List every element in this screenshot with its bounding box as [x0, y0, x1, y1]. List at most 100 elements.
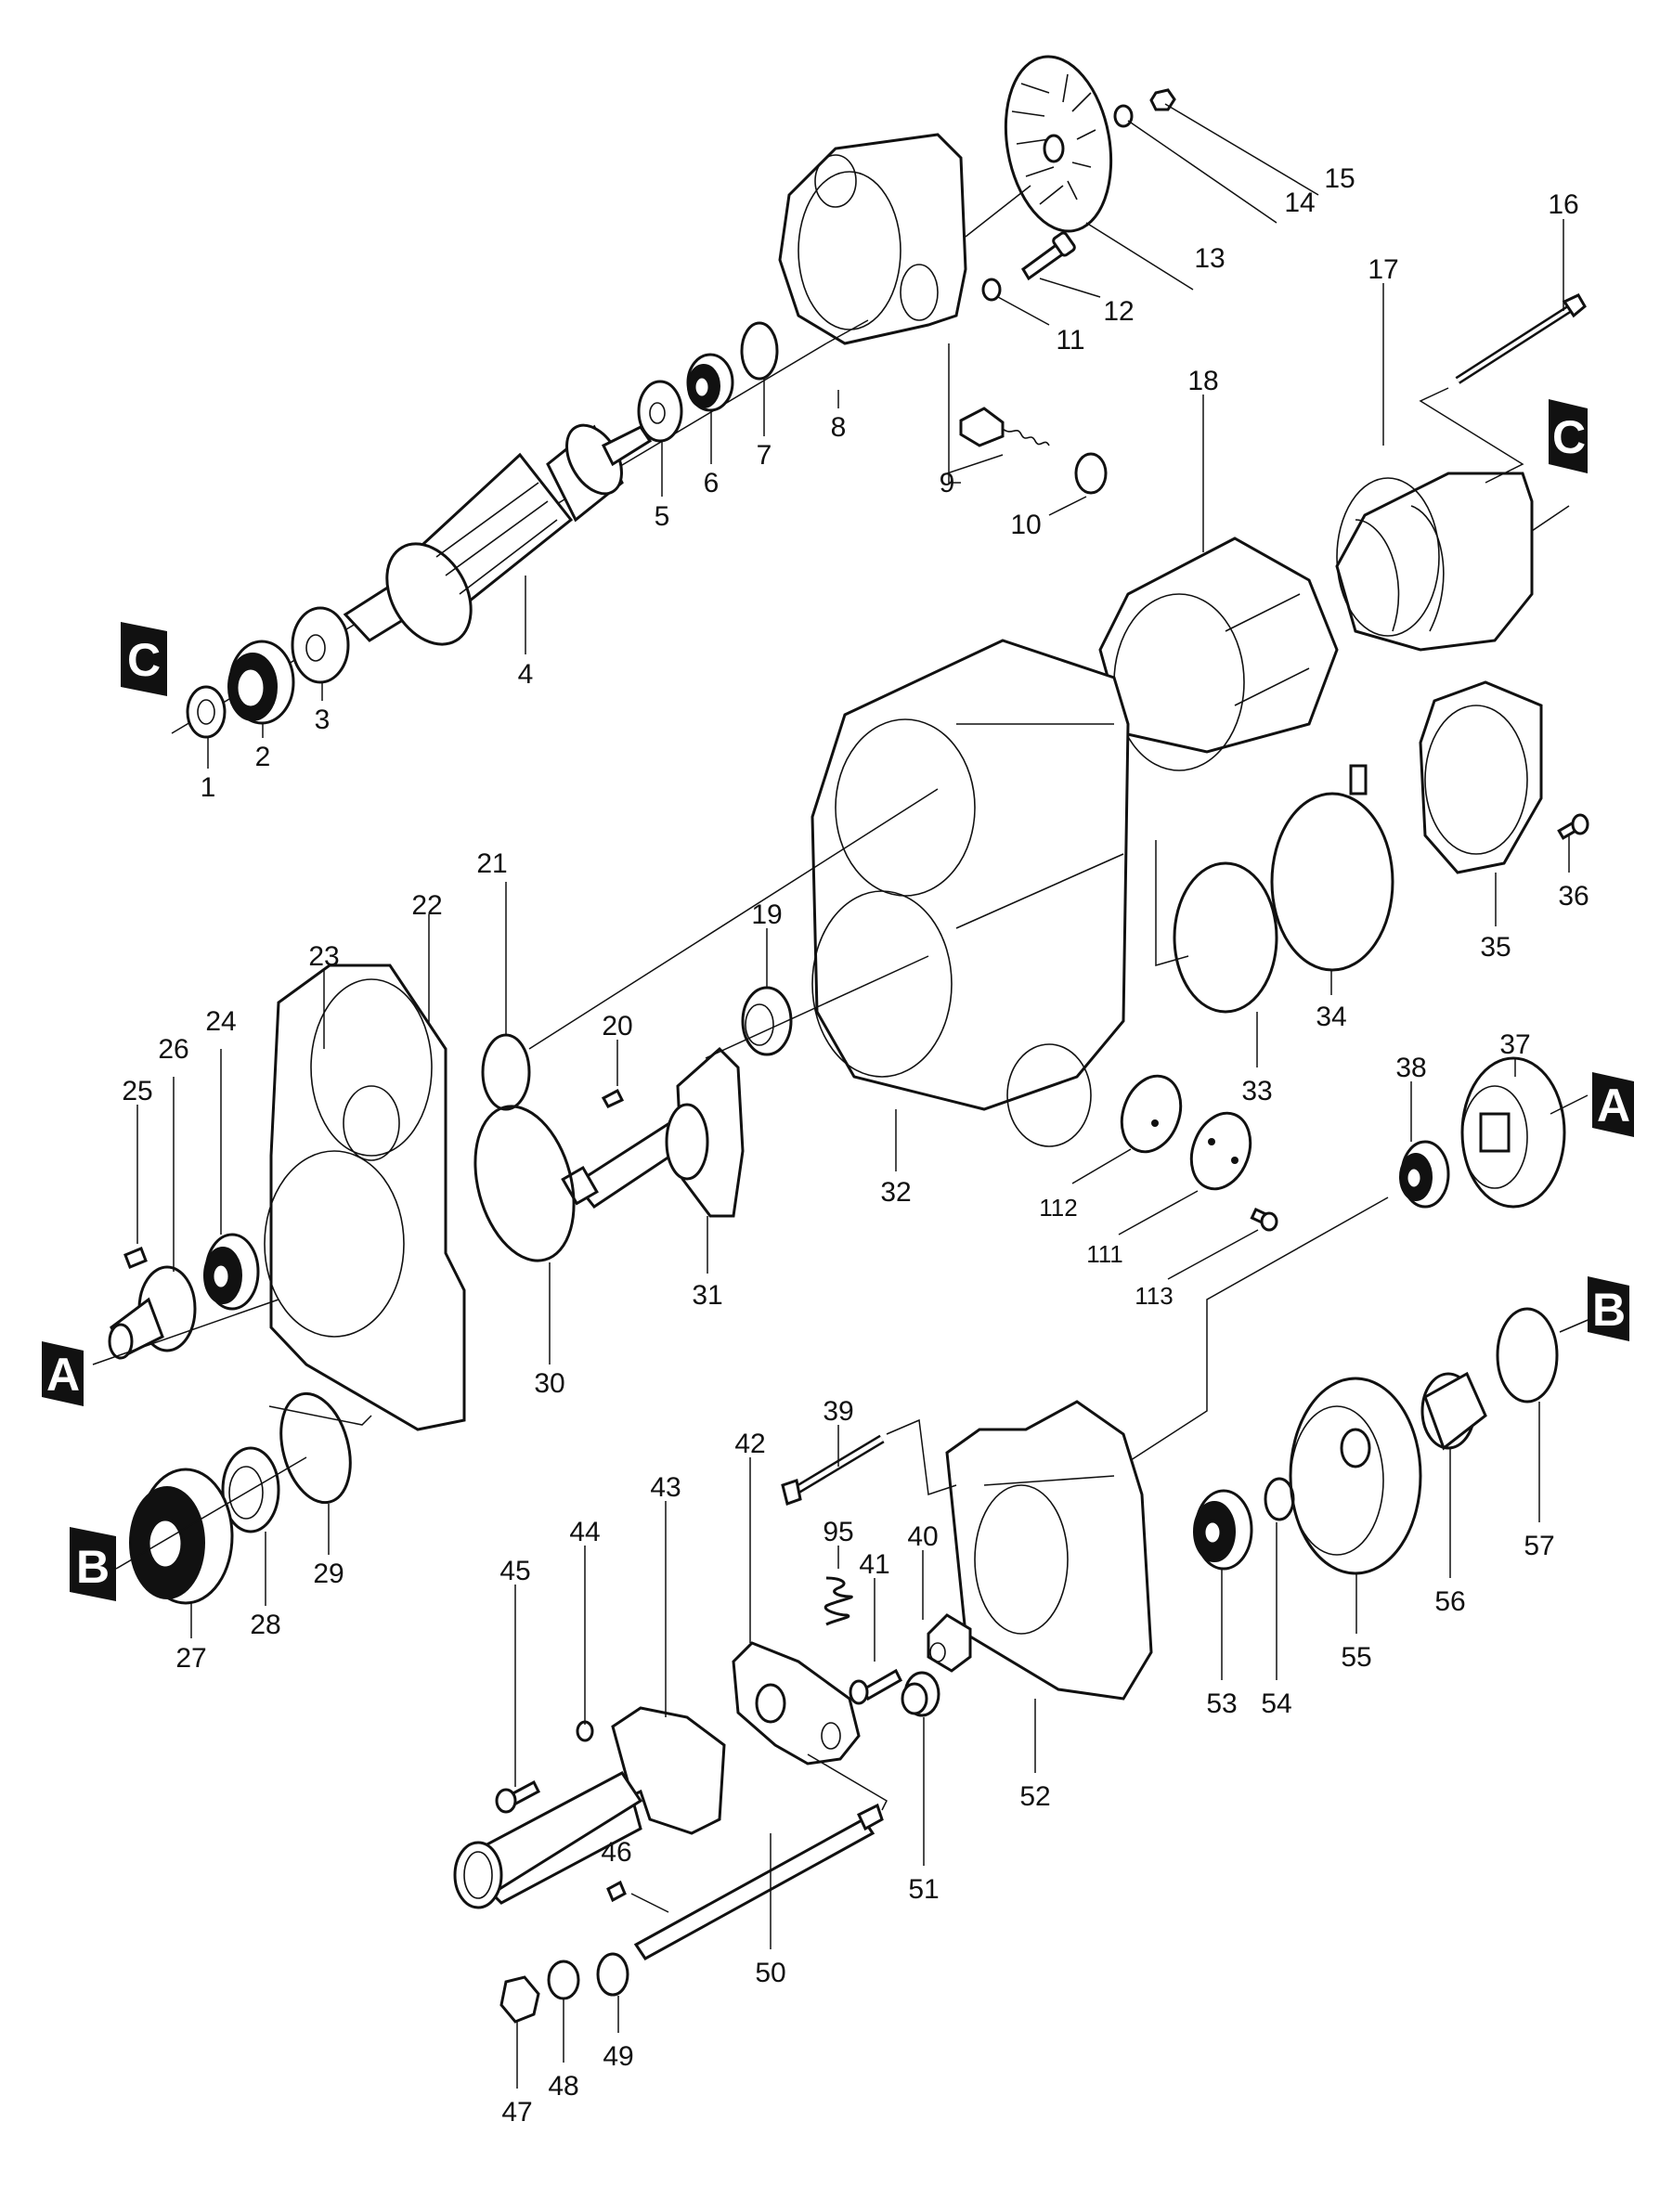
ref-marker-a-right: A: [1592, 1072, 1634, 1137]
part-label-43: 43: [650, 1472, 681, 1503]
part-label-17: 17: [1368, 254, 1398, 285]
part-1-shape[interactable]: [186, 685, 227, 739]
part-label-2: 2: [255, 742, 271, 772]
part-label-24: 24: [205, 1006, 236, 1037]
part-label-1: 1: [201, 772, 216, 803]
part-36-shape[interactable]: [1557, 813, 1589, 840]
part-24-shape[interactable]: [203, 1233, 260, 1311]
part-19-shape[interactable]: [741, 986, 793, 1056]
part-label-54: 54: [1261, 1688, 1291, 1719]
part-17-shape[interactable]: [1335, 472, 1534, 652]
part-label-20: 20: [602, 1011, 632, 1041]
part-label-33: 33: [1241, 1076, 1272, 1106]
part-41-shape[interactable]: [849, 1668, 902, 1705]
part-13-shape[interactable]: [992, 48, 1123, 239]
part-label-95: 95: [823, 1517, 853, 1547]
part-30-shape[interactable]: [460, 1095, 590, 1272]
part-10-shape[interactable]: [1074, 452, 1108, 495]
part-18-shape[interactable]: [1098, 537, 1339, 771]
part-label-19: 19: [751, 899, 782, 930]
part-4-shape[interactable]: [343, 416, 653, 659]
part-7-shape[interactable]: [740, 321, 779, 381]
part-29-shape[interactable]: [270, 1386, 362, 1510]
part-label-37: 37: [1499, 1029, 1530, 1060]
part-15-shape[interactable]: [1149, 88, 1176, 111]
part-label-10: 10: [1010, 510, 1041, 540]
armature-assembly: [171, 321, 827, 769]
part-label-18: 18: [1187, 366, 1218, 396]
part-label-50: 50: [755, 1958, 785, 1988]
part-113-shape[interactable]: [1250, 1207, 1278, 1232]
part-label-12: 12: [1103, 296, 1134, 327]
part-label-39: 39: [823, 1396, 853, 1427]
part-label-31: 31: [692, 1280, 722, 1311]
part-111-shape[interactable]: [1181, 1105, 1260, 1197]
part-56-shape[interactable]: [1420, 1371, 1487, 1451]
part-34-shape[interactable]: [1270, 764, 1394, 972]
gear-cover-assembly: [92, 964, 590, 1638]
part-label-28: 28: [250, 1610, 280, 1640]
part-53-shape[interactable]: [1193, 1489, 1253, 1571]
part-label-35: 35: [1480, 932, 1511, 963]
part-50-shape[interactable]: [633, 1803, 884, 1960]
part-47-shape[interactable]: [499, 1975, 540, 2024]
part-12-shape[interactable]: [1021, 231, 1076, 281]
part-40-shape[interactable]: [927, 1613, 972, 1673]
part-label-111: 111: [1086, 1240, 1123, 1268]
part-54-shape[interactable]: [1264, 1477, 1295, 1521]
part-label-29: 29: [313, 1559, 344, 1589]
part-46-shape[interactable]: [606, 1880, 627, 1903]
part-32-shape[interactable]: [811, 639, 1130, 1147]
part-11-shape[interactable]: [981, 278, 1002, 302]
part-label-52: 52: [1019, 1781, 1050, 1812]
part-35-shape[interactable]: [1419, 680, 1543, 874]
part-labels: 1 2 3 4 5 6 7 8 9 10 11 12 13 14 15 16 1…: [122, 163, 1589, 2128]
ref-marker-label: B: [76, 1541, 110, 1593]
part-27-shape[interactable]: [129, 1468, 234, 1605]
part-3-shape[interactable]: [291, 606, 350, 684]
part-label-42: 42: [734, 1429, 765, 1459]
part-label-46: 46: [601, 1837, 631, 1868]
part-52-shape[interactable]: [945, 1400, 1153, 1701]
part-label-57: 57: [1524, 1531, 1554, 1561]
part-label-23: 23: [308, 941, 339, 972]
part-label-44: 44: [569, 1517, 600, 1547]
part-16-shape[interactable]: [1455, 293, 1587, 384]
part-8-shape[interactable]: [778, 133, 967, 345]
part-label-55: 55: [1341, 1642, 1371, 1673]
part-43-shape[interactable]: [453, 1706, 726, 1909]
part-14-shape[interactable]: [1113, 104, 1134, 128]
part-label-34: 34: [1316, 1002, 1346, 1032]
part-33-shape[interactable]: [1173, 861, 1278, 1014]
part-55-shape[interactable]: [1289, 1377, 1422, 1575]
part-20-shape[interactable]: [601, 1088, 625, 1108]
output-gear-assembly: [1127, 1056, 1593, 1680]
part-label-15: 15: [1324, 163, 1355, 194]
part-31-shape[interactable]: [561, 1046, 745, 1218]
part-label-5: 5: [655, 501, 670, 532]
part-label-30: 30: [534, 1368, 564, 1399]
part-23-shape[interactable]: [264, 964, 466, 1431]
part-57-shape[interactable]: [1496, 1307, 1559, 1404]
part-label-45: 45: [499, 1556, 530, 1586]
part-9-shape[interactable]: [959, 407, 1050, 447]
part-45-shape[interactable]: [495, 1779, 540, 1814]
part-38-shape[interactable]: [1399, 1140, 1450, 1209]
part-label-8: 8: [831, 412, 847, 443]
part-112-shape[interactable]: [1111, 1067, 1190, 1159]
part-5-shape[interactable]: [637, 380, 683, 443]
part-label-40: 40: [907, 1521, 938, 1552]
part-26-shape[interactable]: [108, 1265, 197, 1360]
part-39-shape[interactable]: [781, 1434, 885, 1506]
part-49-shape[interactable]: [596, 1952, 629, 1997]
part-42-shape[interactable]: [732, 1641, 861, 1766]
part-21-shape[interactable]: [481, 1033, 531, 1111]
ref-marker-label: C: [127, 634, 161, 686]
part-25-shape[interactable]: [123, 1247, 148, 1269]
part-95-shape[interactable]: [824, 1576, 853, 1626]
part-48-shape[interactable]: [547, 1960, 580, 2000]
part-51-shape[interactable]: [901, 1671, 940, 1717]
part-label-13: 13: [1194, 243, 1225, 274]
part-37-shape[interactable]: [1460, 1056, 1566, 1209]
